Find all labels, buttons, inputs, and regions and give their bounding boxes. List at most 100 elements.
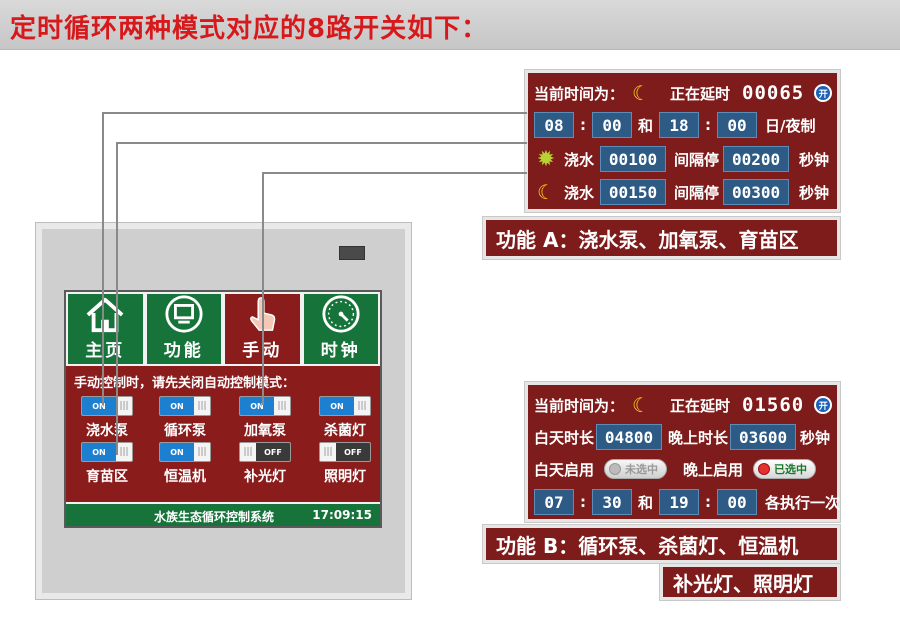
toggle-switch[interactable]: ON|||	[81, 396, 133, 416]
day-enable-toggle[interactable]: 未选中	[604, 459, 668, 479]
interval-label: 间隔停	[674, 150, 720, 169]
night-stop-field[interactable]: 00300	[723, 179, 790, 205]
hour-field-1[interactable]: 08	[534, 112, 574, 138]
switch-water-pump[interactable]: ON||| 浇水泵	[74, 396, 140, 440]
toggle-switch[interactable]: |||OFF	[319, 442, 371, 462]
night-enable-toggle[interactable]: 已选中	[753, 459, 817, 479]
toggle-knob: |||	[194, 443, 210, 461]
tab-label: 手动	[242, 341, 283, 361]
colon: :	[580, 116, 586, 134]
tab-label: 功能	[163, 341, 204, 361]
night-length-label: 晚上时长	[668, 428, 729, 447]
toggle-knob: |||	[320, 443, 336, 461]
toggle-switch[interactable]: ON|||	[81, 442, 133, 462]
interval-label: 间隔停	[674, 183, 720, 202]
switch-grow-light[interactable]: |||OFF 补光灯	[232, 442, 298, 486]
hour-field-2[interactable]: 18	[659, 112, 700, 138]
switch-heater[interactable]: ON||| 恒温机	[152, 442, 218, 486]
tab-function[interactable]: 功能	[144, 292, 223, 366]
switch-uv-lamp[interactable]: ON||| 杀菌灯	[312, 396, 378, 440]
start-button[interactable]: 开	[814, 396, 833, 414]
day-stop-field[interactable]: 00200	[723, 146, 790, 172]
switch-label: 照明灯	[324, 469, 366, 485]
start-button[interactable]: 开	[814, 84, 833, 102]
day-enable-label: 白天启用	[534, 460, 595, 479]
sun-icon: ✹	[536, 146, 556, 172]
monitor-icon	[165, 295, 203, 333]
toggle-state: OFF	[256, 443, 290, 461]
and-label: 和	[638, 116, 654, 135]
toggle-state: ON	[160, 397, 194, 415]
unit-label: 秒钟	[799, 183, 830, 202]
toggle-state: ON	[160, 443, 194, 461]
hand-pointer-icon	[250, 297, 276, 331]
delay-label: 正在延时	[670, 84, 731, 103]
switch-nursery[interactable]: ON||| 育苗区	[74, 442, 140, 486]
caption-function-b: 功能 B：循环泵、杀菌灯、恒温机	[483, 525, 840, 563]
toggle-state: ON	[82, 443, 116, 461]
colon: :	[705, 493, 712, 511]
night-enable-state: 已选中	[774, 463, 808, 476]
switch-circulation-pump[interactable]: ON||| 循环泵	[152, 396, 218, 440]
unit-label: 秒钟	[799, 150, 830, 169]
clock-gauge-icon	[322, 295, 360, 333]
switch-label: 补光灯	[244, 469, 286, 485]
minute-field-2[interactable]: 00	[717, 112, 758, 138]
toggle-switch[interactable]: |||OFF	[239, 442, 291, 462]
minute-field-1[interactable]: 30	[592, 489, 632, 515]
night-enable-label: 晚上启用	[683, 460, 744, 479]
switch-oxygen-pump[interactable]: ON||| 加氧泵	[232, 396, 298, 440]
function-a-panel: 当前时间为： ☾ 正在延时 00065 开 08 : 00 和 18 : 00 …	[525, 70, 840, 212]
toggle-knob: |||	[354, 397, 370, 415]
and-label: 和	[638, 493, 654, 512]
night-water-field[interactable]: 00150	[600, 179, 667, 205]
toggle-knob: |||	[240, 443, 256, 461]
hour-field-2[interactable]: 19	[659, 489, 700, 515]
device-indicator	[339, 246, 365, 260]
day-length-field[interactable]: 04800	[596, 424, 663, 450]
toggle-switch[interactable]: ON|||	[239, 396, 291, 416]
status-bar: 水族生态循环控制系统 17:09:15	[66, 502, 380, 526]
switch-label: 浇水泵	[86, 423, 128, 439]
toggle-state: ON	[240, 397, 274, 415]
toggle-switch[interactable]: ON|||	[159, 442, 211, 462]
hour-field-1[interactable]: 07	[534, 489, 574, 515]
tab-home[interactable]: 主页	[66, 292, 145, 366]
panel-b-enable-row: 白天启用 未选中 晚上启用 已选中	[534, 455, 817, 483]
delay-counter: 00065	[742, 82, 805, 104]
toggle-switch[interactable]: ON|||	[159, 396, 211, 416]
moon-icon: ☾	[632, 81, 650, 105]
colon: :	[705, 116, 712, 134]
toggle-knob: |||	[274, 397, 290, 415]
system-title: 水族生态循环控制系统	[154, 510, 275, 524]
tab-bar: 主页 功能 手动	[66, 292, 380, 366]
day-water-field[interactable]: 00100	[600, 146, 667, 172]
toggle-state: OFF	[336, 443, 370, 461]
clock-readout: 17:09:15	[312, 508, 372, 522]
day-enable-state: 未选中	[625, 463, 659, 476]
water-label: 浇水	[564, 150, 595, 169]
toggle-knob: |||	[194, 397, 210, 415]
switch-lighting[interactable]: |||OFF 照明灯	[312, 442, 378, 486]
switch-label: 恒温机	[164, 469, 206, 485]
day-length-label: 白天时长	[534, 428, 595, 447]
toggle-switch[interactable]: ON|||	[319, 396, 371, 416]
minute-field-1[interactable]: 00	[592, 112, 632, 138]
manual-note: 手动控制时，请先关闭自动控制模式：	[74, 376, 296, 391]
panel-a-day-row: ✹ 浇水 00100 间隔停 00200 秒钟	[534, 145, 829, 173]
panel-a-night-row: ☾ 浇水 00150 间隔停 00300 秒钟	[534, 178, 829, 206]
minute-field-2[interactable]: 00	[717, 489, 758, 515]
radio-dot	[609, 463, 622, 475]
night-length-field[interactable]: 03600	[730, 424, 797, 450]
tab-clock[interactable]: 时钟	[301, 292, 380, 366]
tab-label: 主页	[85, 341, 126, 361]
caption-function-b-extra: 补光灯、照明灯	[660, 564, 840, 600]
tab-manual[interactable]: 手动	[223, 292, 302, 366]
header-banner: 定时循环两种模式对应的8路开关如下：	[0, 0, 900, 50]
device-screen: 主页 功能 手动	[64, 290, 382, 528]
home-icon	[86, 297, 124, 333]
toggle-knob: |||	[116, 397, 132, 415]
switch-label: 加氧泵	[244, 423, 286, 439]
panel-a-time-row: 08 : 00 和 18 : 00 日/夜制	[534, 111, 816, 139]
